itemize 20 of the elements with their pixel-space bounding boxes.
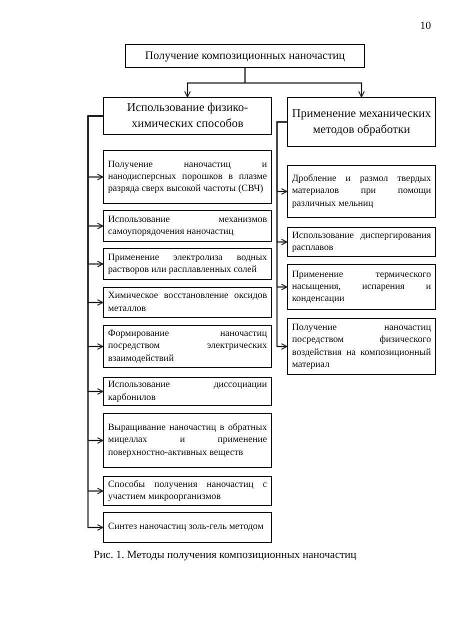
heading-box: Применение механических методов обработки bbox=[287, 97, 436, 147]
method-box: Синтез наночастиц золь-гель методом bbox=[103, 512, 272, 543]
method-box: Использование механизмов самоупорядочения наночастиц bbox=[103, 210, 272, 242]
method-box: Получение наночастиц и нанодисперсных порошков в плазме разряда сверх высокой частоты (СВЧ) bbox=[103, 150, 272, 204]
heading-box: Получение композиционных наночастиц bbox=[125, 44, 365, 68]
figure-caption: Рис. 1. Методы получения композиционных наночастиц bbox=[92, 549, 358, 561]
method-box: Дробление и размол твердых материалов при помощи различных мельниц bbox=[287, 165, 436, 218]
method-box: Использование диспергирования расплавов bbox=[287, 227, 436, 257]
method-box: Применение термического насыщения, испарения и конденсации bbox=[287, 264, 436, 310]
method-box: Применение электролиза водных растворов или расплавленных солей bbox=[103, 248, 272, 280]
method-box: Формирование наночастиц посредством электрических взаимодействий bbox=[103, 325, 272, 368]
page-number: 10 bbox=[420, 20, 431, 32]
method-box: Химическое восстановление оксидов металлов bbox=[103, 287, 272, 318]
method-box: Выращивание наночастиц в обратных мицеллах и применение поверхностно-активных веществ bbox=[103, 413, 272, 468]
method-box: Способы получения наночастиц с участием микроорганизмов bbox=[103, 476, 272, 506]
heading-box: Использование физико-химических способов bbox=[103, 97, 272, 135]
arrow bbox=[244, 68, 365, 98]
method-box: Использование диссоциации карбонилов bbox=[103, 377, 272, 406]
method-box: Получение наночастиц посредством физического воздействия на композиционный материал bbox=[287, 318, 436, 375]
arrow bbox=[276, 121, 288, 350]
